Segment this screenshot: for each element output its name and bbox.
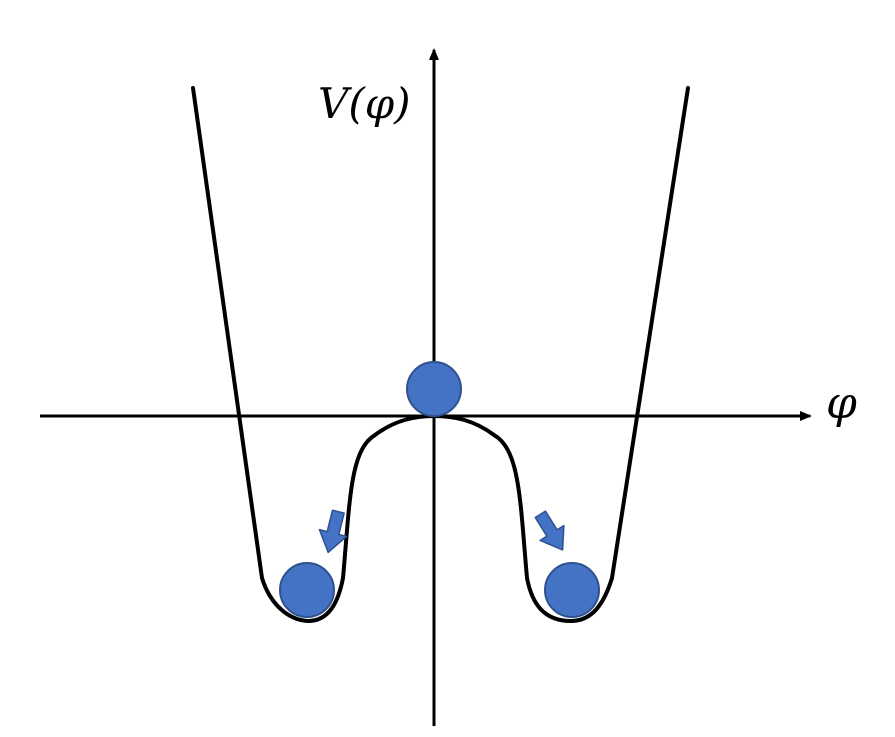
ball-top-unstable: [406, 361, 462, 417]
ball-right-minimum: [544, 562, 600, 618]
y-axis-label: V(φ): [318, 79, 411, 128]
arrow-left-icon: [318, 509, 348, 554]
potential-curve: [191, 86, 690, 623]
ball-left-minimum: [279, 562, 335, 618]
arrow-right-icon: [534, 510, 565, 551]
x-axis-label: φ: [826, 378, 857, 429]
